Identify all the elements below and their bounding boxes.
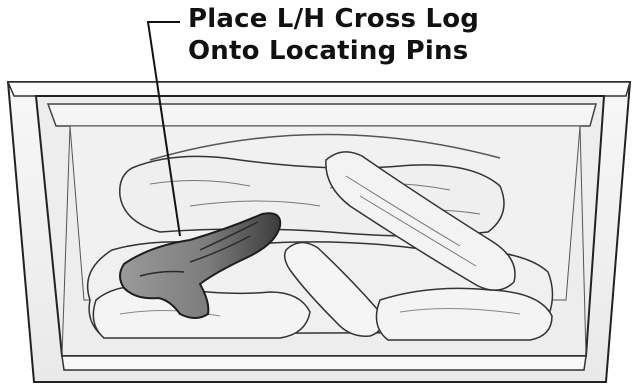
front-right-log bbox=[376, 288, 552, 340]
callout-line-1: Place L/H Cross Log bbox=[188, 4, 479, 34]
firebox-top-lip bbox=[8, 82, 630, 96]
callout-line-2: Onto Locating Pins bbox=[188, 36, 468, 66]
firebox-bottom-lip bbox=[62, 356, 586, 370]
firebox-baffle bbox=[48, 104, 596, 126]
